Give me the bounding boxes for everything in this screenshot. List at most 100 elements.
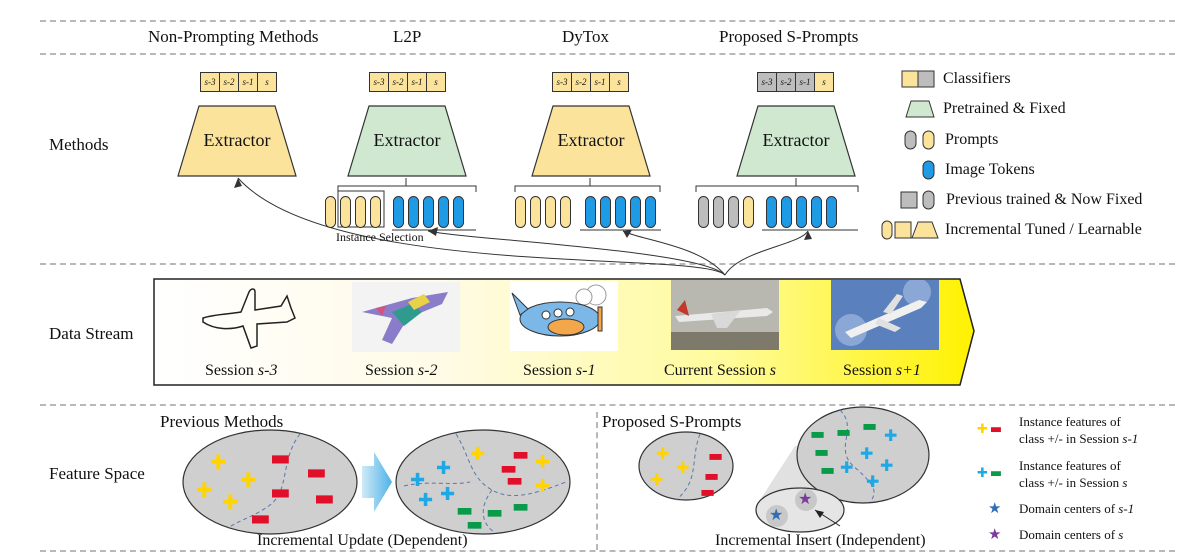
star-purple-legend-icon: ★ — [988, 525, 1002, 543]
legend-domain-s: Domain centers of s — [1019, 526, 1123, 543]
minus-red: ▬ — [708, 446, 724, 465]
tokens-dytox — [515, 192, 656, 228]
prompt-token-fixed — [698, 196, 709, 228]
legend-symbol-blue-green: ✚▬ — [977, 466, 1002, 481]
session-index: s-1 — [575, 362, 596, 379]
painted-plane-image — [831, 280, 939, 350]
prompt-token — [560, 196, 571, 228]
separator-top — [40, 20, 1175, 22]
plus-blue: ✚ — [410, 470, 426, 491]
minus-green: ▬ — [836, 422, 852, 441]
plus-blue-icon: ✚ — [977, 466, 988, 481]
session-index: s-3 — [257, 362, 278, 379]
photo-airliner-image — [671, 280, 779, 350]
gray-fixed-icon — [900, 190, 935, 210]
plus-blue: ✚ — [436, 458, 452, 479]
session-label-s-1: Session s-1 — [523, 362, 595, 380]
session-prefix: Session — [205, 362, 258, 379]
session-index: s-2 — [417, 362, 438, 379]
extractor-label: Extractor — [203, 130, 271, 150]
plus-blue: ✚ — [866, 472, 880, 491]
session-label-s-3: Session s-3 — [205, 362, 277, 380]
minus-green: ▬ — [820, 460, 836, 479]
plus-yellow: ✚ — [222, 490, 239, 514]
minus-red: ▬ — [250, 506, 271, 531]
legend-incremental-label: Incremental Tuned / Learnable — [945, 221, 1142, 238]
minus-red: ▬ — [500, 458, 518, 479]
proposed-title: Proposed S-Prompts — [602, 412, 742, 431]
minus-red: ▬ — [314, 486, 335, 511]
image-token — [438, 196, 449, 228]
image-token — [796, 196, 807, 228]
row-label-methods: Methods — [49, 135, 109, 154]
minus-red: ▬ — [306, 460, 327, 485]
plus-yellow: ✚ — [210, 450, 227, 474]
minus-red-icon: ▬ — [989, 422, 1003, 437]
prompt-token — [340, 196, 351, 228]
prompt-token — [325, 196, 336, 228]
tokens-s-prompts — [698, 192, 837, 228]
minus-green: ▬ — [814, 442, 830, 461]
classifier-cell: s — [258, 73, 276, 91]
minus-red: ▬ — [700, 482, 716, 501]
prompt-token-fixed — [713, 196, 724, 228]
session-prefix: Session — [523, 362, 576, 379]
extractor-label: Extractor — [762, 130, 830, 150]
legend-features-s: Instance features of class +/- in Sessio… — [1019, 457, 1127, 491]
prompt-token-fixed — [728, 196, 739, 228]
plus-yellow: ✚ — [470, 444, 486, 465]
plus-yellow: ✚ — [656, 444, 670, 463]
classifier-cell: s-2 — [220, 73, 239, 91]
legend-prompts-label: Prompts — [945, 131, 999, 148]
classifier-cell: s-1 — [408, 73, 427, 91]
painting-plane-image — [352, 282, 460, 352]
legend-line-prefix: class +/- in Session — [1019, 475, 1123, 490]
legend-line: class +/- in Session s-1 — [1019, 430, 1138, 447]
separator-stream — [40, 404, 1175, 406]
prompt-pair-icon — [904, 130, 935, 150]
legend-classifiers: Classifiers — [901, 70, 1011, 88]
minus-green: ▬ — [466, 514, 484, 535]
legend-line-italic: s-1 — [1118, 501, 1135, 516]
classifier-cell: s — [610, 73, 628, 91]
image-token — [826, 196, 837, 228]
classifier-cell: s-2 — [572, 73, 591, 91]
minus-green: ▬ — [862, 416, 878, 435]
prompt-token — [370, 196, 381, 228]
image-token — [600, 196, 611, 228]
classifier-cell: s-3 — [758, 73, 777, 91]
image-token — [423, 196, 434, 228]
prompt-token — [530, 196, 541, 228]
trapezoid-green-icon — [905, 100, 935, 118]
previous-methods-title: Previous Methods — [160, 412, 284, 431]
plus-yellow: ✚ — [240, 468, 257, 492]
plus-blue: ✚ — [860, 444, 874, 463]
legend-image-tokens: Image Tokens — [921, 160, 1035, 180]
legend-line-italic: s — [1122, 475, 1128, 490]
image-token — [645, 196, 656, 228]
plus-yellow: ✚ — [650, 470, 664, 489]
plus-yellow-icon: ✚ — [977, 422, 988, 437]
classifier-cell: s — [815, 73, 833, 91]
plus-blue: ✚ — [880, 456, 894, 475]
legend-pretrained: Pretrained & Fixed — [905, 100, 1066, 118]
image-token — [408, 196, 419, 228]
legend-line-prefix: Domain centers of — [1019, 501, 1119, 516]
learnable-shapes-icon — [881, 220, 939, 240]
plus-yellow: ✚ — [535, 452, 551, 473]
col-title-s-prompts: Proposed S-Prompts — [719, 27, 859, 46]
legend-line-prefix: class +/- in Session — [1019, 431, 1123, 446]
extractor-label: Extractor — [373, 130, 441, 150]
minus-red: ▬ — [704, 466, 720, 485]
update-caption: Incremental Update (Dependent) — [257, 532, 468, 549]
extractor-l2p: Extractor — [347, 105, 467, 177]
legend-line-prefix: Domain centers of — [1019, 527, 1119, 542]
minus-green: ▬ — [486, 502, 504, 523]
session-prefix: Session — [365, 362, 418, 379]
plus-yellow: ✚ — [196, 478, 213, 502]
row-label-feature-space: Feature Space — [49, 464, 145, 483]
separator-methods — [40, 263, 1175, 265]
